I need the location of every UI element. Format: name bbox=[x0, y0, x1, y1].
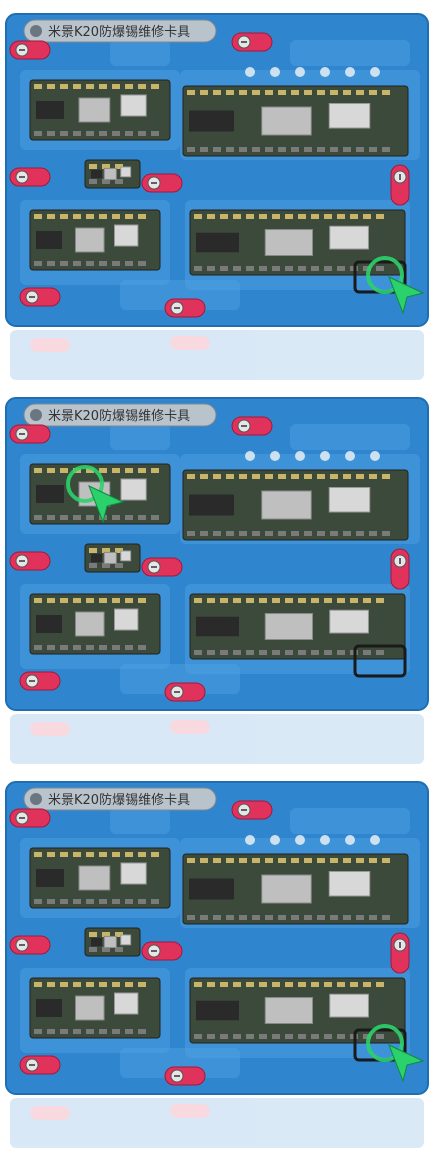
fixture-illustration: 米景K20防爆锡维修卡具 bbox=[5, 13, 429, 380]
clamp bbox=[9, 551, 51, 571]
fixture-label: 米景K20防爆锡维修卡具 bbox=[23, 19, 217, 43]
highlight-indicator bbox=[366, 1024, 425, 1083]
sim-tray-outline bbox=[353, 644, 407, 678]
logic-board-small bbox=[84, 543, 141, 573]
panel-2: 米景K20防爆锡维修卡具 bbox=[0, 384, 434, 768]
logic-board-bottom-left bbox=[29, 593, 161, 655]
logic-board-bottom-right bbox=[189, 209, 406, 276]
clamp bbox=[9, 935, 51, 955]
fixture-illustration: 米景K20防爆锡维修卡具 bbox=[5, 781, 429, 1148]
fixture-reflection bbox=[10, 1098, 424, 1148]
logic-board-top-right bbox=[182, 85, 409, 157]
logic-board-top-left bbox=[29, 79, 171, 141]
fixture-reflection bbox=[10, 330, 424, 380]
clamp bbox=[19, 671, 61, 691]
logic-board-top-right bbox=[182, 853, 409, 925]
clamp bbox=[231, 800, 273, 820]
clamp bbox=[19, 1055, 61, 1075]
logic-board-bottom-left bbox=[29, 209, 161, 271]
clamp bbox=[9, 808, 51, 828]
clamp bbox=[164, 298, 206, 318]
clamp bbox=[141, 941, 183, 961]
fixture-illustration: 米景K20防爆锡维修卡具 bbox=[5, 397, 429, 764]
clamp bbox=[9, 424, 51, 444]
panel-3: 米景K20防爆锡维修卡具 bbox=[0, 768, 434, 1152]
fixture-label-text: 米景K20防爆锡维修卡具 bbox=[48, 792, 190, 808]
clamp bbox=[19, 287, 61, 307]
panel-1: 米景K20防爆锡维修卡具 bbox=[0, 0, 434, 384]
clamp bbox=[390, 548, 410, 590]
logic-board-top-right bbox=[182, 469, 409, 541]
logic-board-small bbox=[84, 927, 141, 957]
logic-board-bottom-right bbox=[189, 977, 406, 1044]
clamp bbox=[390, 164, 410, 206]
highlight-indicator bbox=[366, 256, 425, 315]
clamp bbox=[141, 557, 183, 577]
clamp bbox=[9, 40, 51, 60]
logic-board-bottom-left bbox=[29, 977, 161, 1039]
logic-board-bottom-right bbox=[189, 593, 406, 660]
logic-board-small bbox=[84, 159, 141, 189]
logic-board-top-left bbox=[29, 847, 171, 909]
fixture-reflection bbox=[10, 714, 424, 764]
clamp bbox=[164, 1066, 206, 1086]
clamp bbox=[231, 416, 273, 436]
fixture-label-text: 米景K20防爆锡维修卡具 bbox=[48, 408, 190, 424]
fixture-label: 米景K20防爆锡维修卡具 bbox=[23, 403, 217, 427]
clamp bbox=[390, 932, 410, 974]
clamp bbox=[164, 682, 206, 702]
highlight-indicator bbox=[66, 465, 125, 524]
fixture-label: 米景K20防爆锡维修卡具 bbox=[23, 787, 217, 811]
clamp bbox=[231, 32, 273, 52]
clamp bbox=[141, 173, 183, 193]
clamp bbox=[9, 167, 51, 187]
fixture-label-text: 米景K20防爆锡维修卡具 bbox=[48, 24, 190, 40]
